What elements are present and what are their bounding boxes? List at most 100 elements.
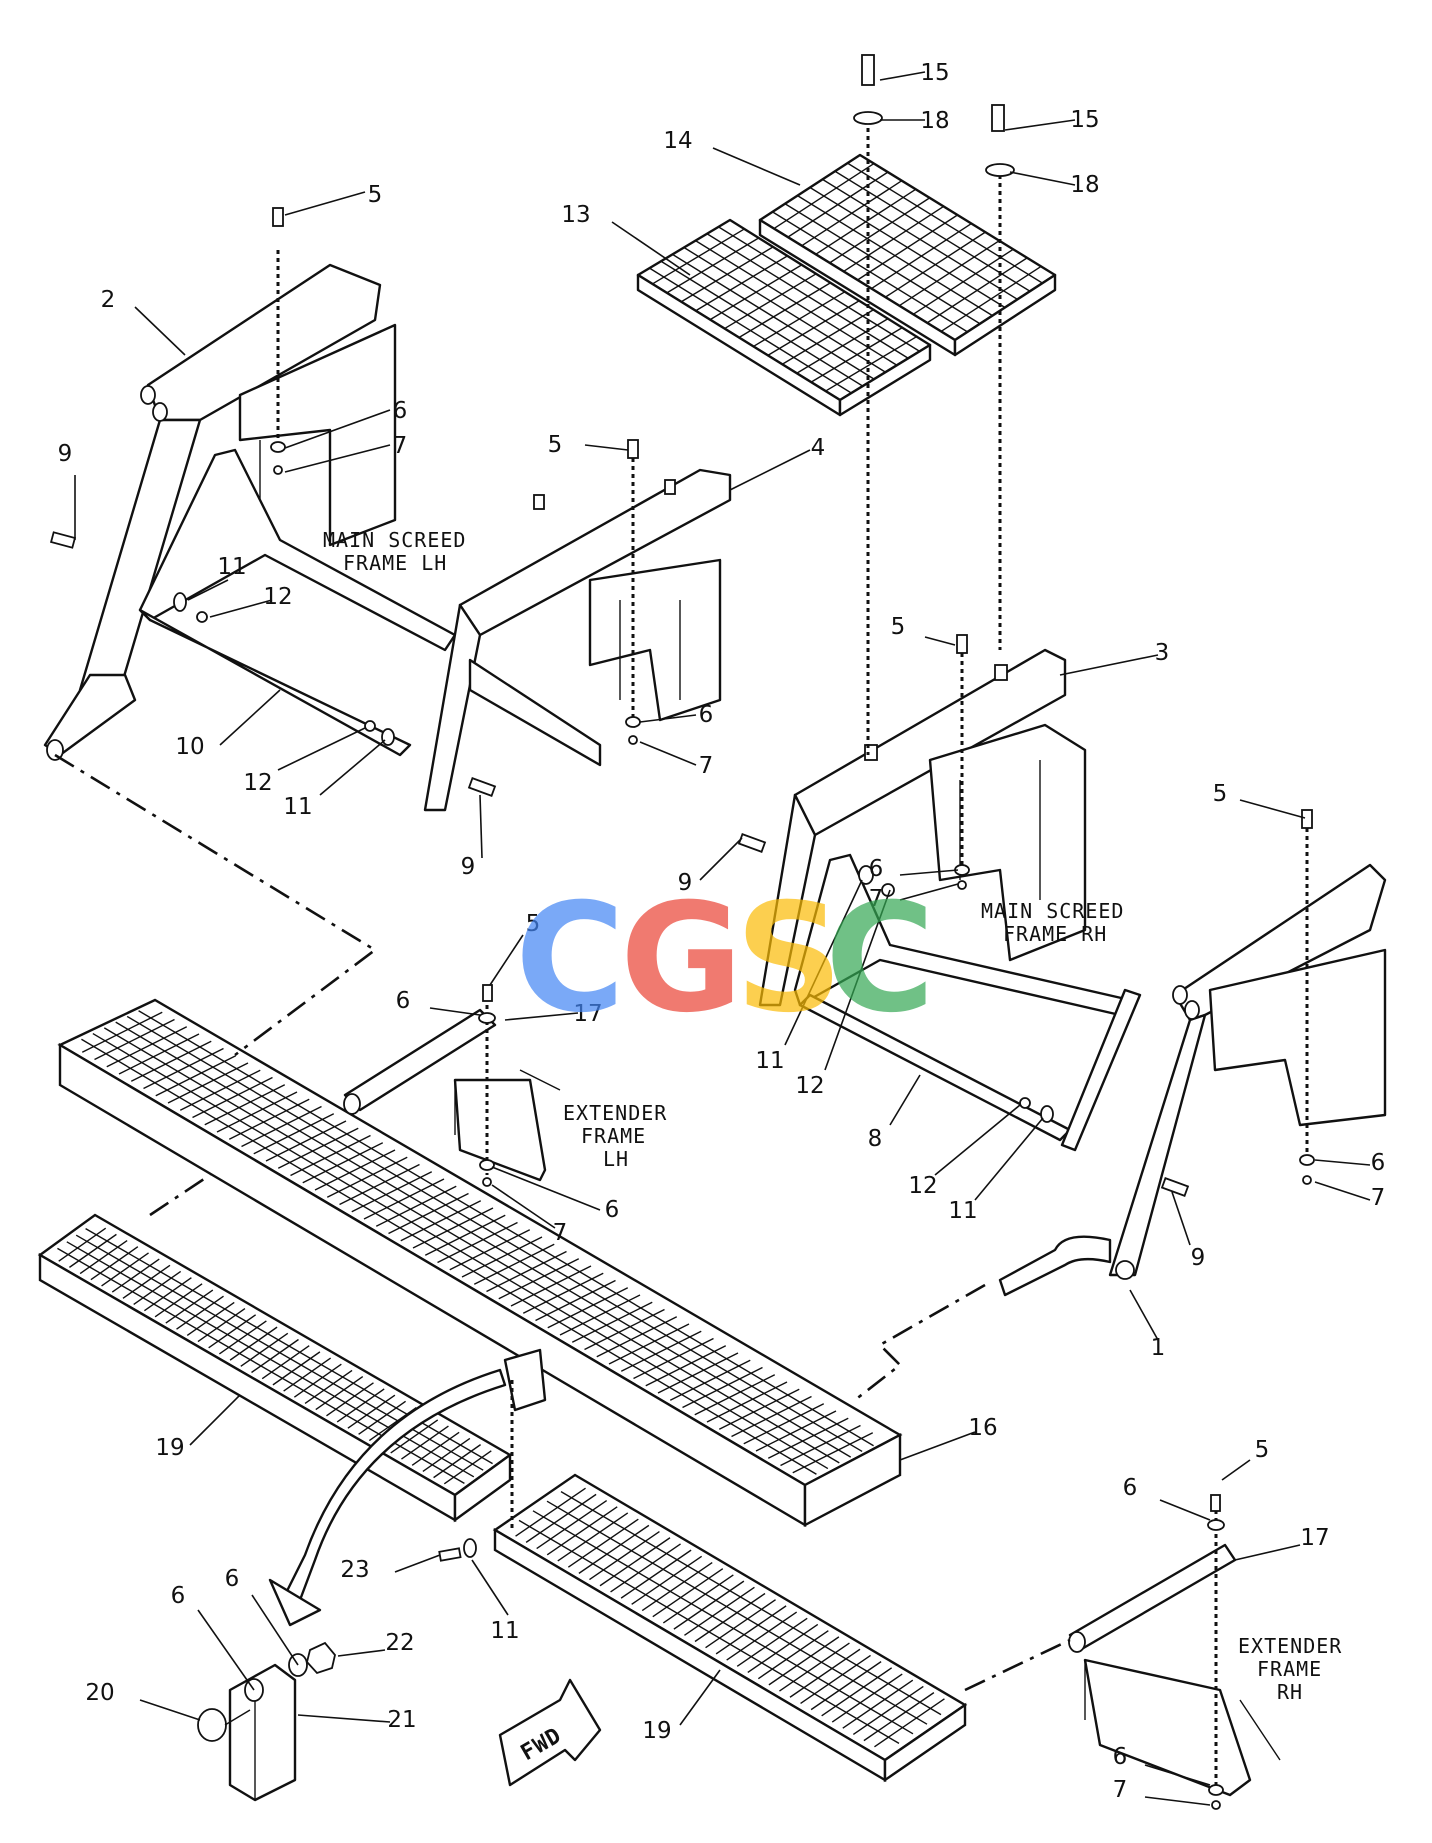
grate-bar bbox=[589, 1530, 660, 1581]
grate-bar bbox=[208, 1314, 257, 1349]
leader-line-c3 bbox=[1059, 654, 1159, 676]
walkway-19-left bbox=[37, 1213, 513, 1523]
grate-bar bbox=[167, 1062, 249, 1104]
leader-line-c19b bbox=[679, 1669, 721, 1726]
grate-bar bbox=[179, 1069, 261, 1111]
grate-bar bbox=[610, 1543, 681, 1593]
frame-4 bbox=[423, 468, 732, 812]
grate-bar bbox=[645, 1345, 727, 1387]
callout-c6d: 6 bbox=[396, 988, 411, 1014]
grate-bar bbox=[143, 1277, 192, 1312]
grate-bar bbox=[736, 1617, 808, 1667]
grate-bar bbox=[608, 1323, 690, 1365]
callout-c6j: 6 bbox=[1113, 1744, 1128, 1770]
grate-bar bbox=[58, 1227, 107, 1262]
assembly-lines bbox=[54, 120, 1309, 1785]
callout-c6h: 6 bbox=[171, 1583, 186, 1609]
leader-line-c6a bbox=[284, 409, 391, 449]
grate-bar bbox=[411, 1431, 460, 1466]
callout-c10: 10 bbox=[175, 734, 204, 760]
callout-c22: 22 bbox=[385, 1630, 414, 1656]
leader-line-c6b bbox=[639, 714, 697, 723]
leader-line-c6c bbox=[899, 869, 959, 876]
grate-bar bbox=[283, 1357, 332, 1392]
callout-c15a: 15 bbox=[920, 60, 949, 86]
grate-bar bbox=[874, 1698, 945, 1748]
grate-bar bbox=[680, 246, 774, 303]
svg-text:FRAME LH: FRAME LH bbox=[343, 551, 447, 575]
callout-c11c: 11 bbox=[755, 1048, 784, 1074]
grate-bar bbox=[641, 1561, 713, 1612]
leader-line-c15a bbox=[879, 71, 926, 81]
grate-bar bbox=[571, 1301, 653, 1343]
watermark-letter-g: G bbox=[620, 872, 743, 1046]
grate-bar bbox=[787, 171, 889, 238]
grate-bar bbox=[926, 257, 1028, 324]
grate-bar bbox=[792, 1432, 874, 1474]
grate-bar bbox=[620, 1549, 692, 1599]
grate-bar bbox=[815, 188, 917, 255]
note-extender-rh: EXTENDER FRAME RH bbox=[1238, 1634, 1341, 1704]
leader-line-c5d bbox=[1239, 799, 1306, 819]
grate-bar bbox=[779, 1642, 850, 1692]
grate-bar bbox=[547, 1287, 629, 1329]
grate-bar bbox=[738, 281, 832, 339]
grate-bar bbox=[557, 1512, 629, 1562]
detail-arrow bbox=[268, 1368, 507, 1627]
grate-bar bbox=[731, 1395, 812, 1438]
grate-bar bbox=[773, 162, 875, 230]
leader-line-c14 bbox=[712, 147, 801, 186]
leader-line-c6g bbox=[1159, 1499, 1211, 1521]
callout-c9d: 9 bbox=[1191, 1245, 1206, 1271]
grate-bar bbox=[682, 1366, 763, 1409]
nut-22 bbox=[306, 1641, 336, 1675]
grate-bar bbox=[536, 1500, 608, 1550]
leader-line-c16 bbox=[899, 1431, 976, 1461]
grate-bar bbox=[522, 1272, 604, 1314]
watermark-letter-c2: C bbox=[825, 872, 935, 1046]
grate-bar bbox=[101, 1252, 149, 1287]
grate-bar bbox=[176, 1295, 224, 1330]
callout-c16: 16 bbox=[968, 1415, 997, 1441]
grate-bar bbox=[375, 1185, 457, 1227]
callout-c5f: 5 bbox=[1255, 1437, 1270, 1463]
grate-bar bbox=[192, 1076, 273, 1119]
grate-bar bbox=[596, 1316, 678, 1358]
grate-bar bbox=[326, 1156, 408, 1198]
grate-bar bbox=[898, 240, 1000, 307]
svg-text:RH: RH bbox=[1277, 1680, 1303, 1704]
note-extender-lh: EXTENDER FRAME LH bbox=[563, 1101, 666, 1171]
grate-bar bbox=[801, 180, 903, 247]
grate-bar bbox=[753, 290, 846, 348]
leader-line-c12a bbox=[209, 599, 273, 618]
callout-c11b: 11 bbox=[283, 794, 312, 820]
walkway-19-bottom bbox=[492, 1473, 968, 1783]
grate-bar bbox=[631, 1555, 703, 1605]
grate-bar bbox=[768, 1636, 840, 1686]
callout-c7a: 7 bbox=[393, 433, 408, 459]
grate-bar bbox=[810, 1661, 882, 1711]
callout-c4: 4 bbox=[811, 435, 826, 461]
frame-3 bbox=[758, 648, 1087, 1007]
callout-c7d: 7 bbox=[1371, 1185, 1386, 1211]
callout-c12b: 12 bbox=[243, 770, 272, 796]
callout-c6a: 6 bbox=[393, 398, 408, 424]
grate-bar bbox=[800, 1654, 871, 1705]
grate-bar bbox=[326, 1382, 374, 1417]
leader-line-c9c bbox=[699, 837, 743, 881]
grate-bar bbox=[810, 326, 904, 383]
grate-bar bbox=[253, 1113, 335, 1155]
grate-bar bbox=[304, 1369, 353, 1404]
grate-bar bbox=[743, 1403, 825, 1445]
callout-c8: 8 bbox=[868, 1126, 883, 1152]
grate-bar bbox=[715, 1605, 787, 1655]
grate-bar bbox=[388, 1192, 469, 1235]
callout-c5d: 5 bbox=[1213, 781, 1228, 807]
grate-bar bbox=[165, 1289, 214, 1324]
leader-line-c9d bbox=[1171, 1191, 1191, 1246]
leader-line-c11a bbox=[187, 579, 229, 601]
callout-c11a: 11 bbox=[217, 554, 246, 580]
grate-bar bbox=[241, 1105, 322, 1148]
grate-bar bbox=[216, 1091, 298, 1133]
